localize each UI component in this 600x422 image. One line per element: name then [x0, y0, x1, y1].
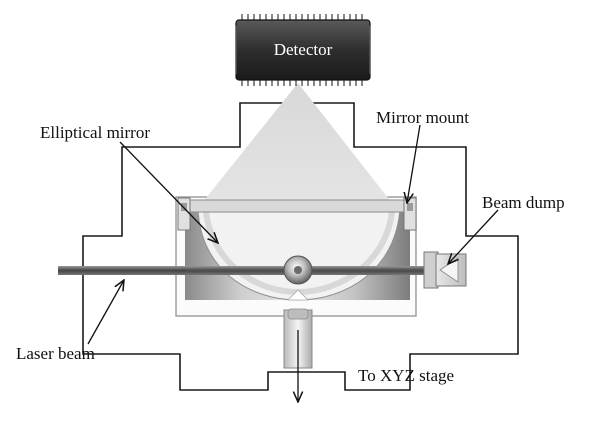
leader-elliptical-mirror — [119, 141, 218, 243]
detector-label: Detector — [274, 40, 333, 59]
beam-dump-body — [423, 251, 467, 289]
laser-beam-label: Laser beam — [16, 344, 95, 363]
xyz-stage-label: To XYZ stage — [358, 366, 454, 385]
leader-beam-dump — [448, 209, 499, 264]
mirror-mount-right — [403, 197, 417, 231]
mirror-mount-label: Mirror mount — [376, 108, 469, 127]
leader-laser-beam — [87, 280, 124, 345]
collection-cone — [202, 83, 392, 203]
elliptical-mirror-label: Elliptical mirror — [40, 123, 150, 142]
stage-post-cap — [287, 308, 309, 320]
sample-center — [294, 266, 302, 274]
beam-dump-label: Beam dump — [482, 193, 565, 212]
leader-mirror-mount — [407, 124, 421, 203]
housing-outline — [82, 102, 519, 391]
mirror-rim — [186, 199, 410, 213]
detector — [235, 14, 371, 86]
focus-spot — [287, 289, 309, 301]
